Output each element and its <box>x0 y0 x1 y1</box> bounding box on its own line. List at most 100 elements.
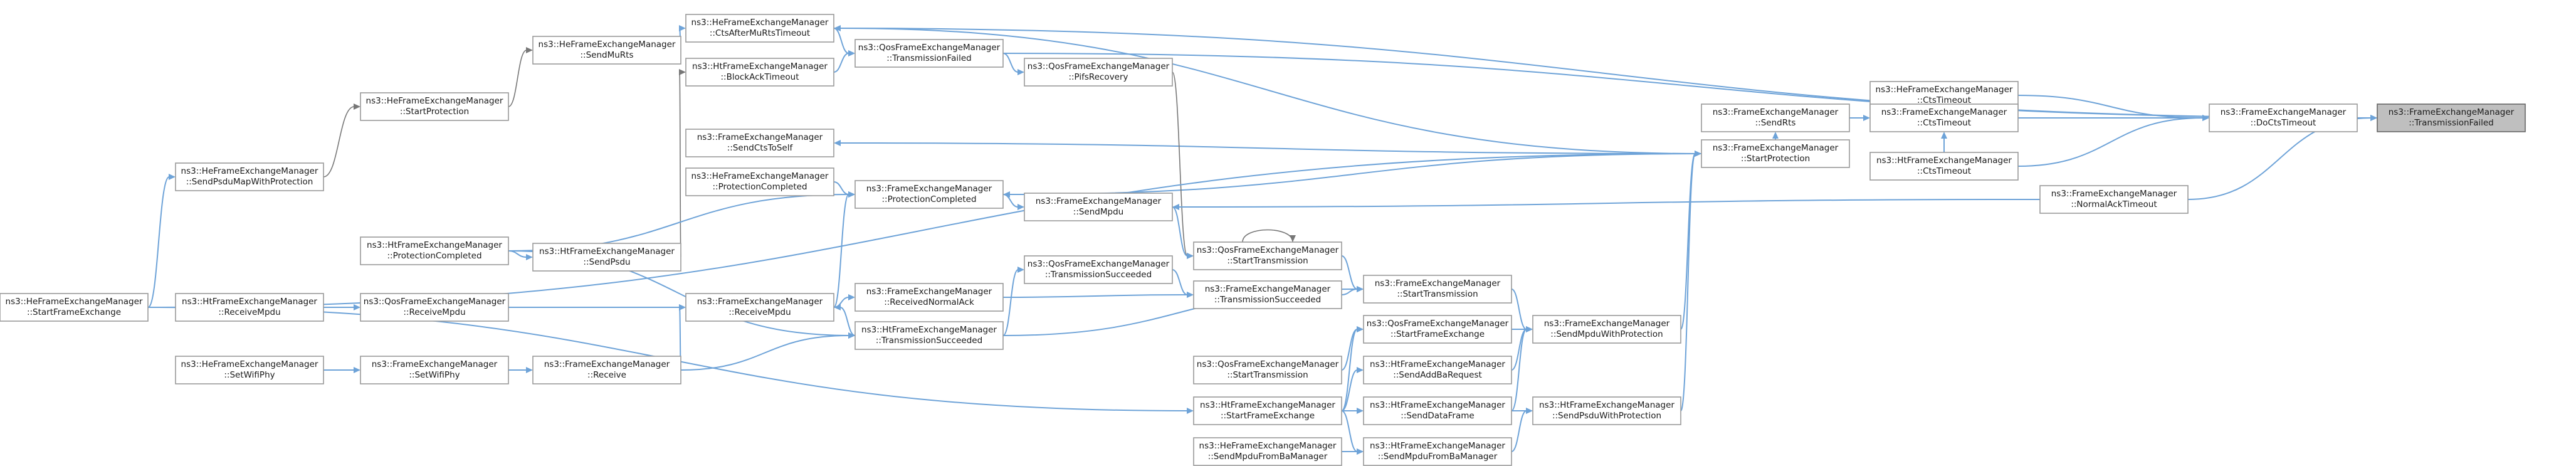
node-box <box>1193 241 1342 270</box>
node-class-label: ns3::HeFrameExchangeManager <box>366 96 503 106</box>
node-htBaTimeout[interactable]: ns3::HtFrameExchangeManager::BlockAckTim… <box>685 58 834 87</box>
node-method-label: ::TransmissionSucceeded <box>876 336 982 346</box>
node-method-label: ::StartTransmission <box>1397 289 1478 299</box>
node-htProtComp[interactable]: ns3::HtFrameExchangeManager::ProtectionC… <box>360 236 509 265</box>
node-heSendPsduMap[interactable]: ns3::HeFrameExchangeManager::SendPsduMap… <box>175 162 324 191</box>
node-box <box>360 92 509 121</box>
node-feSetWifiPhy[interactable]: ns3::FrameExchangeManager::SetWifiPhy <box>360 356 509 384</box>
node-doCts[interactable]: ns3::FrameExchangeManager::DoCtsTimeout <box>2209 103 2358 132</box>
node-method-label: ::TransmissionFailed <box>886 53 971 63</box>
edge-startProt-to-feProtComp <box>1009 153 1702 195</box>
node-class-label: ns3::FrameExchangeManager <box>697 132 823 142</box>
node-htCts[interactable]: ns3::HtFrameExchangeManager::CtsTimeout <box>1869 152 2019 181</box>
node-feSendCtsSelf[interactable]: ns3::FrameExchangeManager::SendCtsToSelf <box>685 129 834 157</box>
node-feRecvAck[interactable]: ns3::FrameExchangeManager::ReceivedNorma… <box>854 283 1004 312</box>
node-htSendAddBa[interactable]: ns3::HtFrameExchangeManager::SendAddBaRe… <box>1363 356 1512 384</box>
node-method-label: ::CtsTimeout <box>1917 166 1971 176</box>
node-method-label: ::SendPsduWithProtection <box>1552 411 1661 421</box>
node-sendRts[interactable]: ns3::FrameExchangeManager::SendRts <box>1701 103 1850 132</box>
node-heSendMpduBa[interactable]: ns3::HeFrameExchangeManager::SendMpduFro… <box>1193 437 1342 466</box>
edge-heStartFE-to-heSendPsduMap <box>147 176 170 308</box>
node-class-label: ns3::HtFrameExchangeManager <box>1370 400 1505 410</box>
node-feCts[interactable]: ns3::FrameExchangeManager::CtsTimeout <box>1869 103 2019 132</box>
node-nak[interactable]: ns3::FrameExchangeManager::NormalAckTime… <box>2039 185 2189 214</box>
edge-heCtsMu-to-qosTxFail <box>833 28 849 54</box>
arrowhead-htStartFE-to-qosStartFE <box>1357 326 1364 332</box>
node-qosRecvMpdu[interactable]: ns3::QosFrameExchangeManager::ReceiveMpd… <box>360 293 509 322</box>
node-htTxSucc[interactable]: ns3::HtFrameExchangeManager::Transmissio… <box>854 321 1004 350</box>
node-heSetWifiPhy[interactable]: ns3::HeFrameExchangeManager::SetWifiPhy <box>175 356 324 384</box>
node-heStartProt[interactable]: ns3::HeFrameExchangeManager::StartProtec… <box>360 92 509 121</box>
node-htRecvMpdu[interactable]: ns3::HtFrameExchangeManager::ReceiveMpdu <box>175 293 324 322</box>
node-box <box>1532 315 1681 344</box>
node-box <box>1024 193 1173 221</box>
arrowhead-htTxSucc-to-feStartTx <box>1357 286 1364 292</box>
node-startProt[interactable]: ns3::FrameExchangeManager::StartProtecti… <box>1701 139 1850 168</box>
node-feProtComp[interactable]: ns3::FrameExchangeManager::ProtectionCom… <box>854 180 1004 209</box>
node-htSendData[interactable]: ns3::HtFrameExchangeManager::SendDataFra… <box>1363 396 1512 425</box>
arrowhead-heStartFE-to-heSendPsduMap <box>169 174 176 180</box>
edge-feReceive-to-htTxSucc <box>680 335 849 371</box>
node-method-label: ::CtsAfterMuRtsTimeout <box>710 28 810 38</box>
node-method-label: ::PifsRecovery <box>1068 72 1128 82</box>
node-qosTxSucc[interactable]: ns3::QosFrameExchangeManager::Transmissi… <box>1024 255 1173 284</box>
edge-htSendMpduBa-to-sendPsduWP <box>1511 410 1527 452</box>
arrowhead-startProt-to-feSendCtsSelf <box>834 140 841 146</box>
edge-htStartFE-to-qosStartFE <box>1341 329 1358 411</box>
edge-feRecvAck-to-feTxSucc <box>1002 294 1188 298</box>
node-htSendMpduBa[interactable]: ns3::HtFrameExchangeManager::SendMpduFro… <box>1363 437 1512 466</box>
node-feRecvMpdu[interactable]: ns3::FrameExchangeManager::ReceiveMpdu <box>685 293 834 322</box>
node-feTxSucc[interactable]: ns3::FrameExchangeManager::TransmissionS… <box>1193 280 1342 309</box>
node-feSendMpdu[interactable]: ns3::FrameExchangeManager::SendMpdu <box>1024 193 1173 221</box>
node-class-label: ns3::FrameExchangeManager <box>1881 107 2007 117</box>
arrowhead-htCts-to-doCts <box>2202 115 2209 121</box>
node-class-label: ns3::HtFrameExchangeManager <box>1539 400 1674 410</box>
node-qosStartTx2[interactable]: ns3::QosFrameExchangeManager::StartTrans… <box>1193 356 1342 384</box>
edges-layer <box>147 25 2377 455</box>
node-class-label: ns3::HtFrameExchangeManager <box>1876 156 2012 166</box>
node-method-label: ::StartFrameExchange <box>1221 411 1315 421</box>
node-sendMpduWP[interactable]: ns3::FrameExchangeManager::SendMpduWithP… <box>1532 315 1681 344</box>
node-feReceive[interactable]: ns3::FrameExchangeManager::Receive <box>532 356 681 384</box>
node-method-label: ::SendMpduFromBaManager <box>1208 452 1328 462</box>
node-heCtsMu[interactable]: ns3::HeFrameExchangeManager::CtsAfterMuR… <box>685 14 834 43</box>
node-method-label: ::ProtectionCompleted <box>881 194 976 204</box>
node-feStartTx[interactable]: ns3::FrameExchangeManager::StartTransmis… <box>1363 275 1512 304</box>
node-heSendMuRts[interactable]: ns3::HeFrameExchangeManager::SendMuRts <box>532 36 681 65</box>
arrowhead-heStartProt-to-heSendMuRts <box>526 47 533 53</box>
node-pifs[interactable]: ns3::QosFrameExchangeManager::PifsRecove… <box>1024 58 1173 87</box>
edge-htProtComp-to-htSendPsdu <box>508 250 527 258</box>
node-class-label: ns3::FrameExchangeManager <box>1036 196 1162 206</box>
arrowhead-sendRts-to-feCts <box>1863 115 1870 121</box>
node-qosStartTx[interactable]: ns3::QosFrameExchangeManager::StartTrans… <box>1193 241 1342 270</box>
node-class-label: ns3::HeFrameExchangeManager <box>1199 441 1337 451</box>
node-class-label: ns3::HtFrameExchangeManager <box>861 325 997 335</box>
node-class-label: ns3::HtFrameExchangeManager <box>1200 400 1335 410</box>
node-htSendPsdu[interactable]: ns3::HtFrameExchangeManager::SendPsdu <box>532 243 681 272</box>
node-sendPsduWP[interactable]: ns3::HtFrameExchangeManager::SendPsduWit… <box>1532 396 1681 425</box>
node-class-label: ns3::QosFrameExchangeManager <box>1197 359 1339 369</box>
node-class-label: ns3::HtFrameExchangeManager <box>182 297 317 307</box>
node-class-label: ns3::HtFrameExchangeManager <box>1370 441 1505 451</box>
node-heProtComp[interactable]: ns3::HeFrameExchangeManager::ProtectionC… <box>685 167 834 196</box>
edge-heSendPsduMap-to-heStartProt <box>323 106 355 177</box>
node-htStartFE[interactable]: ns3::HtFrameExchangeManager::StartFrameE… <box>1193 396 1342 425</box>
node-class-label: ns3::FrameExchangeManager <box>2389 107 2515 117</box>
arrowhead-heStartFE-to-htStartFE <box>1187 408 1194 414</box>
node-box <box>175 356 324 384</box>
node-method-label: ::ReceiveMpdu <box>218 307 280 317</box>
node-box <box>854 180 1004 209</box>
node-method-label: ::SendMpduFromBaManager <box>1378 452 1498 462</box>
node-root[interactable]: ns3::FrameExchangeManager::TransmissionF… <box>2377 103 2526 132</box>
node-method-label: ::TransmissionFailed <box>2409 118 2493 128</box>
arrowhead-heSendPsduMap-to-heStartProt <box>354 103 360 110</box>
arrowhead-htStartFE-to-htSendAddBa <box>1357 367 1364 373</box>
node-heStartFE[interactable]: ns3::HeFrameExchangeManager::StartFrameE… <box>0 293 149 322</box>
node-qosTxFail[interactable]: ns3::QosFrameExchangeManager::Transmissi… <box>854 39 1004 68</box>
node-method-label: ::Receive <box>587 370 626 380</box>
node-box <box>1869 152 2019 181</box>
node-qosStartFE[interactable]: ns3::QosFrameExchangeManager::StartFrame… <box>1363 315 1512 344</box>
arrowhead-startProt-to-heCtsMu <box>834 25 841 31</box>
node-box <box>854 321 1004 350</box>
